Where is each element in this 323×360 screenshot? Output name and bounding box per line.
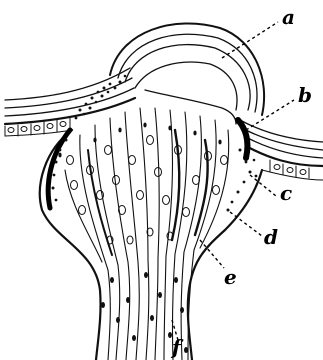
label-d: d (264, 225, 278, 249)
label-b: b (298, 83, 312, 107)
cuticle-dome (110, 23, 264, 124)
label-e: e (224, 265, 237, 289)
label-a: a (282, 5, 295, 29)
granular-zone (52, 75, 258, 212)
stalk-nuclei (58, 123, 221, 353)
label-c: c (280, 181, 292, 205)
figure-labels: a b c d e f (170, 5, 312, 359)
cell-nuclei (67, 136, 228, 245)
